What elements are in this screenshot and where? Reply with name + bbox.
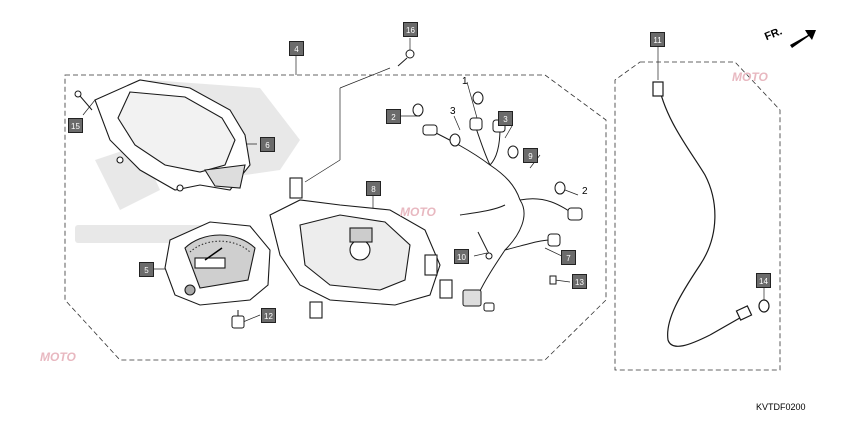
meter-assembly	[164, 221, 271, 306]
callout-part-11: 11	[650, 32, 665, 47]
label-part-2: 2	[582, 186, 588, 197]
callout-part-10: 10	[454, 249, 469, 264]
screw-part-10	[477, 231, 493, 260]
screw-part-15	[74, 90, 93, 111]
callout-part-7: 7	[561, 250, 576, 265]
watermark: MOTO	[732, 70, 768, 84]
callout-part-9: 9	[523, 148, 538, 163]
callout-part-8: 8	[366, 181, 381, 196]
diagram-code: KVTDF0200	[756, 402, 806, 412]
meter-case	[269, 177, 453, 319]
screw-part-12	[231, 310, 245, 329]
callout-part-6: 6	[260, 137, 275, 152]
callout-part-5: 5	[139, 262, 154, 277]
watermark: MOTO	[400, 205, 436, 219]
front-arrow-icon	[790, 30, 816, 48]
wire-harness	[429, 124, 576, 296]
watermark: MOTO	[40, 350, 76, 364]
label-part-1: 1	[462, 76, 468, 87]
meter-visor	[94, 79, 251, 192]
callout-part-15: 15	[68, 118, 83, 133]
callout-part-12: 12	[261, 308, 276, 323]
screw-part-16	[397, 49, 415, 67]
callout-part-13: 13	[572, 274, 587, 289]
callout-part-16: 16	[403, 22, 418, 37]
bulb-sockets	[412, 91, 583, 312]
assembly-frame-meter	[64, 74, 607, 361]
screw-part-13	[549, 275, 557, 285]
o-ring-part-14	[758, 299, 770, 313]
callout-part-14: 14	[756, 273, 771, 288]
assembly-frame-cable	[614, 61, 781, 371]
callout-part-2: 2	[386, 109, 401, 124]
callout-part-4: 4	[289, 41, 304, 56]
speedometer-cable	[652, 81, 753, 347]
callout-part-3: 3	[498, 111, 513, 126]
label-part-3: 3	[450, 106, 456, 117]
